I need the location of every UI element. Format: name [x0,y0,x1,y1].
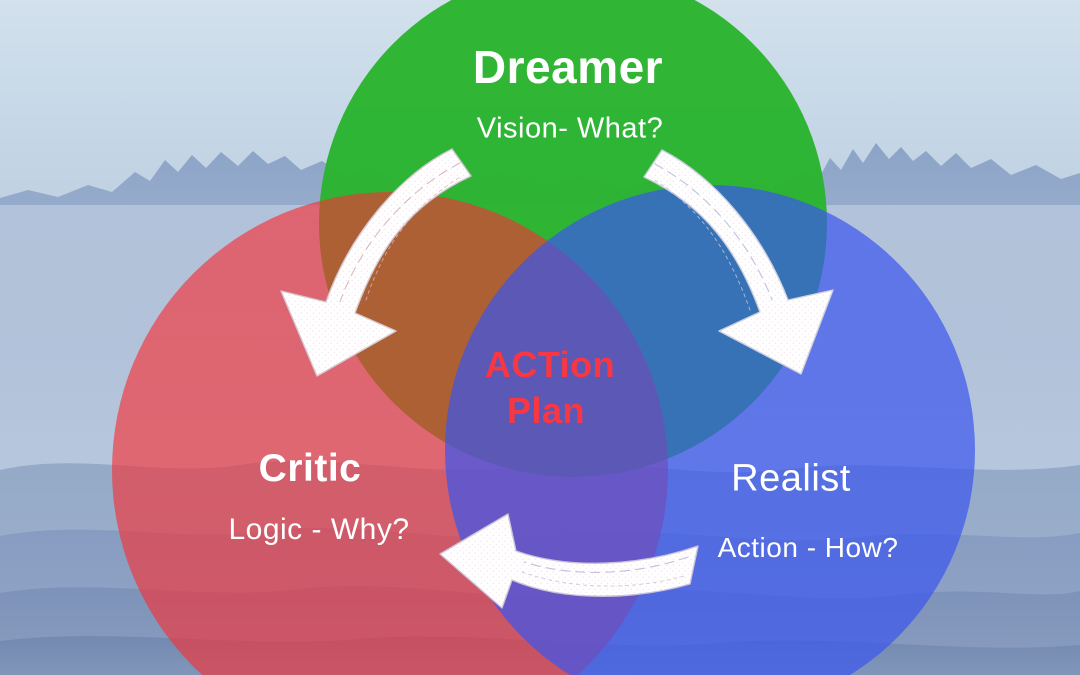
critic-subtitle: Logic - Why? [228,513,410,546]
venn-circles [112,0,975,675]
realist-circle [445,185,975,675]
dreamer-subtitle: Vision- What? [476,112,664,145]
arrow-realist-to-critic-icon [439,513,699,609]
center-label-line2: Plan [506,390,586,431]
arrow-dreamer-to-critic-icon [280,148,472,377]
realist-subtitle: Action - How? [717,532,899,563]
realist-title: Realist [731,457,851,500]
cycle-arrows [280,148,834,609]
center-label-line1: ACTion [484,344,616,385]
dreamer-title: Dreamer [472,41,664,93]
critic-title: Critic [258,447,362,490]
arrow-dreamer-to-realist-icon [643,149,834,375]
